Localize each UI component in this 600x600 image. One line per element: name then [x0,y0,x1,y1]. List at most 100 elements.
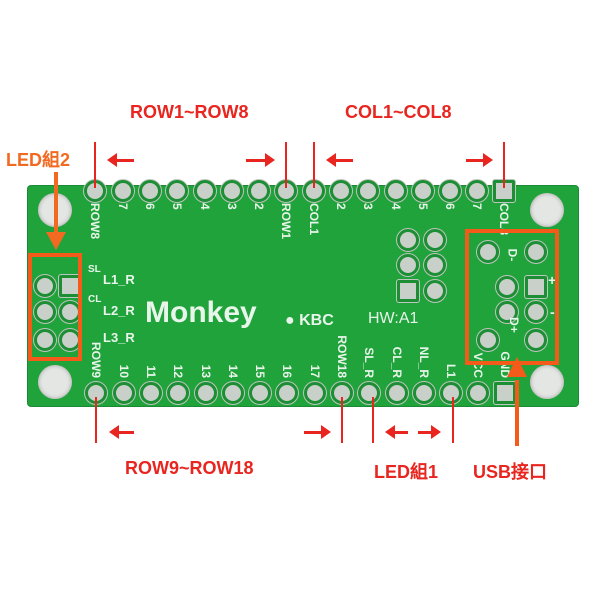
pin-pad [140,382,162,404]
marker-line [372,397,374,443]
top-pin-label: COL1 [307,203,321,236]
bottom-pin-label: ROW18 [335,335,349,378]
pin-pad [424,254,446,276]
marker-line [503,142,505,188]
annotation-col1-col8: COL1~COL8 [345,102,452,122]
pin-pad [358,382,380,404]
marker-line [285,142,287,188]
pin-pad [249,382,271,404]
pin-pad [34,275,56,297]
pin-pad [166,180,188,202]
led-side-label: SL [88,264,101,275]
marker-line [95,397,97,443]
arrow-down-head [46,232,66,260]
bottom-pin-label: NL_R [417,346,431,378]
pin-pad [496,301,518,323]
pin-pad [412,180,434,202]
pin-pad [525,329,547,351]
led-label: L1_R [103,272,135,287]
led-label: L3_R [103,330,135,345]
annotation-usb-port: USB接口 [473,462,548,482]
pcb-board [28,186,578,406]
brand-text: KBC [299,312,334,329]
bottom-pin-label: 10 [117,364,131,378]
pin-pad [139,180,161,202]
pin-pad [221,180,243,202]
marker-line [313,142,315,188]
pin-pad [525,276,547,298]
arrow-right [466,153,493,167]
pin-pad [386,382,408,404]
top-pin-label: 6 [443,203,457,210]
pin-pad [385,180,407,202]
mount-hole [530,365,564,399]
pin-pad [494,382,516,404]
arrow-left [107,153,134,167]
top-pin-label: 4 [198,203,212,210]
marker-line [341,397,343,443]
pin-pad [397,280,419,302]
arrow-left [326,153,353,167]
bottom-pin-label: 17 [308,364,322,378]
board-name: Monkey [145,296,257,329]
pin-pad [424,280,446,302]
top-pin-label: 6 [143,203,157,210]
top-pin-label: 7 [116,203,130,210]
pin-pad [477,329,499,351]
arrow-down [54,172,58,234]
pin-pad [467,382,489,404]
pin-pad [34,301,56,323]
top-pin-label: 2 [252,203,266,210]
pin-pad [195,382,217,404]
bottom-pin-label: CL_R [390,346,404,378]
bottom-pin-label: L1 [444,363,458,378]
usb-port-highlight [465,229,559,365]
arrow-left [109,425,134,439]
annotation-led-group-2: LED組2 [6,150,71,170]
bottom-pin-label: ROW9 [89,342,103,378]
annotation-row9-row18: ROW9~ROW18 [125,458,254,478]
arrow-right [304,425,331,439]
annotation-led-group-1: LED組1 [374,462,439,482]
marker-line [452,397,454,443]
arrow-up [515,380,519,446]
pin-pad [248,180,270,202]
top-pin-label: 7 [470,203,484,210]
pin-pad [397,254,419,276]
led-side-label: CL [88,294,102,305]
pin-pad [439,180,461,202]
bottom-pin-label: 14 [226,364,240,378]
bottom-pin-label: 15 [253,364,267,378]
pin-pad [397,229,419,251]
annotation-row1-row8: ROW1~ROW8 [130,102,249,122]
pin-pad [304,382,326,404]
mount-hole [530,193,564,227]
pin-pad [424,229,446,251]
top-pin-label: ROW1 [279,203,293,239]
pin-pad [477,241,499,263]
marker-line [94,142,96,188]
pin-pad [330,180,352,202]
pin-pad [222,382,244,404]
top-pin-label: 3 [361,203,375,210]
arrow-right [418,425,441,439]
top-pin-label: 4 [389,203,403,210]
pin-pad [167,382,189,404]
pin-pad [466,180,488,202]
pin-pad [112,180,134,202]
usb-label: + [548,272,557,288]
pin-pad [34,329,56,351]
mount-hole [38,365,72,399]
pin-pad [440,382,462,404]
hw-version: HW:A1 [368,310,419,327]
bottom-pin-label: 11 [144,365,158,378]
pin-pad [194,180,216,202]
top-pin-label: 5 [170,203,184,210]
top-pin-label: ROW8 [88,203,102,239]
top-pin-label: 3 [225,203,239,210]
pin-pad [525,241,547,263]
arrow-left [385,425,408,439]
pin-pad [525,301,547,323]
led-group-2-highlight [28,253,82,361]
brand-label: ● KBC [285,312,334,329]
